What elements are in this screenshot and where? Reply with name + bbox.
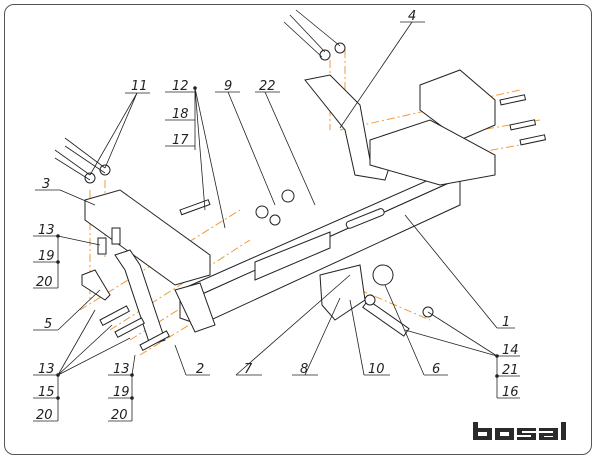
label-20: 20 — [36, 275, 53, 290]
part-labels: 11 12 18 17 9 22 4 3 13 19 20 5 13 15 20… — [36, 9, 519, 423]
fasteners — [84, 42, 547, 351]
label-8: 8 — [300, 362, 308, 377]
label-1: 1 — [502, 315, 510, 330]
label-13: 13 — [113, 362, 130, 377]
label-17: 17 — [172, 133, 189, 148]
drawing-frame — [4, 4, 592, 455]
label-14: 14 — [502, 343, 519, 358]
label-4: 4 — [408, 9, 416, 24]
label-9: 9 — [224, 79, 232, 94]
label-20: 20 — [36, 408, 53, 423]
left-brackets — [81, 189, 216, 346]
label-3: 3 — [42, 177, 50, 192]
label-18: 18 — [172, 107, 189, 122]
label-2: 2 — [196, 362, 204, 377]
label-5: 5 — [44, 317, 52, 332]
label-16: 16 — [502, 385, 519, 400]
label-20: 20 — [111, 408, 128, 423]
leader-lines — [33, 21, 520, 422]
label-19: 19 — [38, 249, 55, 264]
label-10: 10 — [368, 362, 385, 377]
label-13: 13 — [38, 362, 55, 377]
label-7: 7 — [244, 362, 253, 377]
label-21: 21 — [502, 363, 519, 378]
cable-ties — [54, 9, 341, 181]
leader-dots — [56, 86, 499, 400]
right-brackets — [304, 69, 496, 186]
label-11: 11 — [131, 79, 148, 94]
tow-ball-assembly — [319, 264, 434, 337]
label-19: 19 — [113, 385, 130, 400]
label-13: 13 — [38, 223, 55, 238]
main-crossbeam — [178, 174, 462, 326]
label-12: 12 — [172, 79, 189, 94]
label-22: 22 — [259, 79, 276, 94]
label-15: 15 — [38, 385, 55, 400]
label-6: 6 — [432, 362, 440, 377]
bosal-logo — [473, 422, 566, 440]
